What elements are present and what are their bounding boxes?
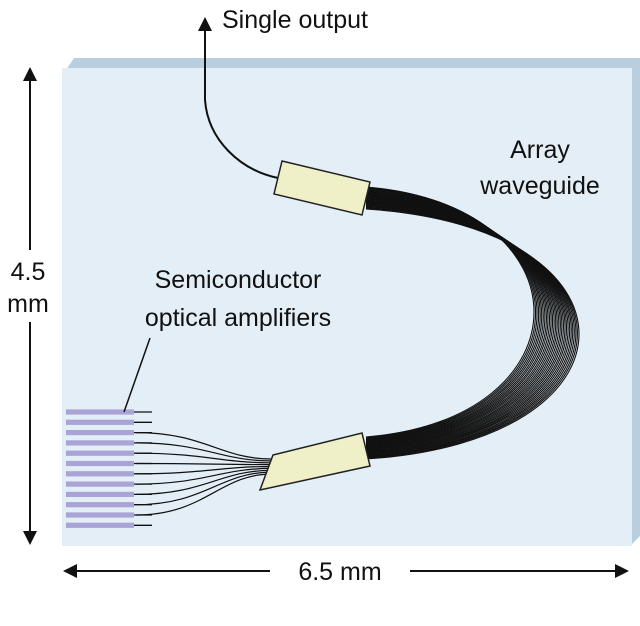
fan-in-waveguide bbox=[135, 442, 273, 462]
amplifier-bar bbox=[66, 450, 134, 456]
width-dimension-label: 6.5 mm bbox=[298, 558, 381, 586]
fan-in-waveguide bbox=[135, 467, 273, 485]
array-waveguide-label-line1: Array bbox=[510, 136, 570, 164]
amplifier-bar bbox=[66, 471, 134, 477]
fan-in-waveguide bbox=[135, 462, 273, 466]
fan-in-waveguide bbox=[135, 452, 273, 464]
fan-in-waveguide bbox=[135, 473, 273, 516]
height-dimension-unit: mm bbox=[7, 290, 49, 318]
amplifier-bar bbox=[66, 502, 134, 508]
lower-coupler bbox=[258, 432, 371, 492]
amplifier-bar bbox=[66, 419, 134, 425]
fan-in-waveguide bbox=[135, 471, 273, 506]
array-waveguide-label-line2: waveguide bbox=[479, 172, 600, 200]
semiconductor-optical-amplifier-array bbox=[66, 409, 152, 528]
fan-in-waveguide bbox=[135, 432, 273, 460]
amplifier-bar bbox=[66, 512, 134, 518]
single-output-fiber bbox=[198, 17, 279, 179]
array-waveguide-channel bbox=[365, 208, 580, 460]
amplifier-bar bbox=[66, 409, 134, 415]
upper-coupler bbox=[273, 160, 371, 216]
amplifier-label-line2: optical amplifiers bbox=[145, 304, 331, 332]
amplifier-label-line1: Semiconductor bbox=[155, 266, 322, 294]
amplifier-bar bbox=[66, 522, 134, 528]
single-output-label: Single output bbox=[222, 6, 368, 34]
amplifier-label-leader bbox=[123, 337, 151, 413]
amplifier-fan-in-waveguides bbox=[135, 432, 273, 516]
amplifier-bar bbox=[66, 440, 134, 446]
amplifier-bar bbox=[66, 460, 134, 467]
fan-in-waveguide bbox=[135, 469, 273, 495]
amplifier-bar bbox=[66, 430, 134, 436]
height-dimension-value: 4.5 bbox=[11, 258, 46, 286]
amplifier-bar bbox=[66, 481, 134, 487]
fan-in-waveguide bbox=[135, 465, 273, 475]
amplifier-bar bbox=[66, 491, 134, 497]
array-waveguide-bundle bbox=[365, 186, 580, 460]
